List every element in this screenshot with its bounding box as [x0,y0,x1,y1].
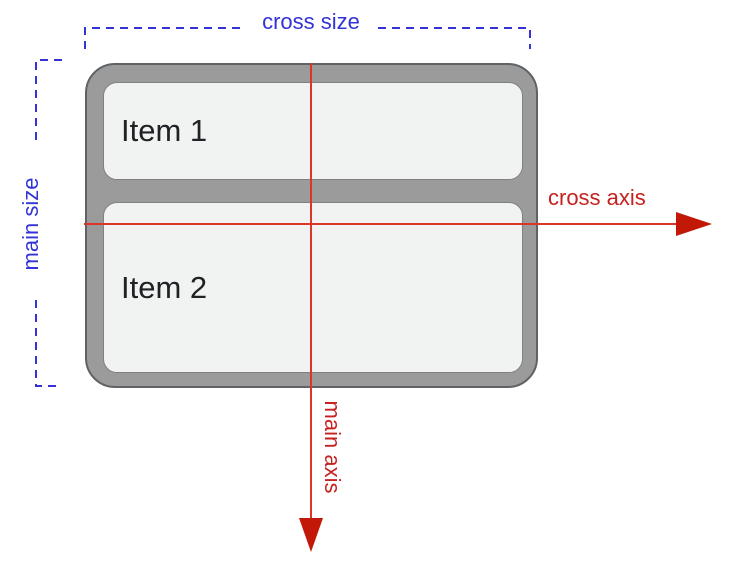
main-axis-label: main axis [320,400,346,494]
flex-item-2-label: Item 2 [121,269,208,305]
main-size-label: main size [17,177,43,271]
flex-container: Item 1 Item 2 [85,63,538,388]
cross-axis-label: cross axis [548,185,646,210]
cross-size-bracket-right [378,27,531,49]
cross-axis-arrowhead [676,212,712,236]
cross-size-label: cross size [262,9,360,34]
flex-item-2: Item 2 [103,202,523,373]
flex-item-1: Item 1 [103,82,523,180]
main-size-bracket-top [35,59,62,146]
cross-size-bracket-left [84,27,240,49]
main-size-bracket-bottom [35,300,62,387]
flex-item-1-label: Item 1 [121,113,208,148]
main-axis-arrowhead [299,518,323,552]
